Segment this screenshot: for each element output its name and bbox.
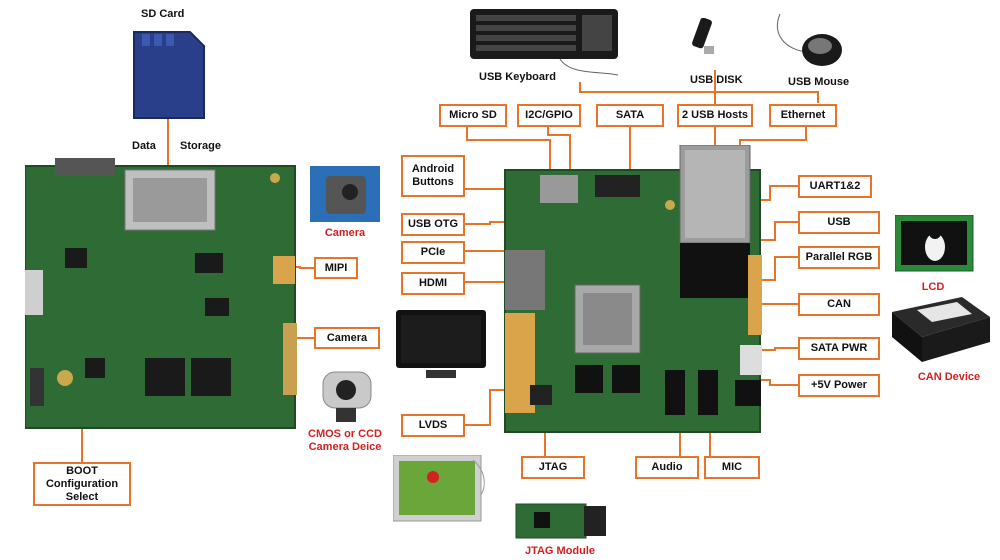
cmos-ccd-label: CMOS or CCD Camera Deice <box>308 428 382 453</box>
usb-keyboard-label: USB Keyboard <box>479 71 557 83</box>
uart-label: UART1&2 <box>798 175 872 198</box>
usb-disk-icon <box>692 18 714 54</box>
android-buttons-label: Android Buttons <box>401 155 465 197</box>
mipi-label: MIPI <box>314 257 358 279</box>
power-label: +5V Power <box>798 374 880 397</box>
boot-config-label: BOOT Configuration Select <box>33 462 131 506</box>
left-board <box>25 158 297 429</box>
sd-card-title: SD Card <box>141 8 185 20</box>
lvds-label: LVDS <box>401 414 465 437</box>
ethernet-label: Ethernet <box>769 104 837 127</box>
can-device-label: CAN Device <box>917 371 981 383</box>
keyboard-icon <box>470 9 619 76</box>
jtag-label: JTAG <box>521 456 585 479</box>
right-board <box>504 145 762 433</box>
mic-label: MIC <box>704 456 760 479</box>
camera-top-label: Camera <box>324 227 366 239</box>
usb-disk-label: USB DISK <box>690 74 743 86</box>
micro-sd-label: Micro SD <box>439 104 507 127</box>
jtag-module-icon <box>515 503 606 539</box>
usb-hosts-label: 2 USB Hosts <box>677 104 753 127</box>
camera-module-icon <box>310 166 380 222</box>
mouse-icon <box>776 13 842 66</box>
can-label: CAN <box>798 293 880 316</box>
lcd-icon <box>895 215 974 272</box>
hdmi-label: HDMI <box>401 272 465 295</box>
lcd-label: LCD <box>921 281 945 293</box>
i2c-gpio-label: I2C/GPIO <box>517 104 581 127</box>
sd-card-icon <box>133 31 205 119</box>
camera-label: Camera <box>314 327 380 349</box>
storage-label: Storage <box>180 140 221 152</box>
webcam-icon <box>322 371 372 422</box>
usb-label: USB <box>798 211 880 234</box>
data-label: Data <box>132 140 156 152</box>
sata-pwr-label: SATA PWR <box>798 337 880 360</box>
audio-label: Audio <box>635 456 699 479</box>
usb-otg-label: USB OTG <box>401 213 465 236</box>
can-device-icon <box>892 297 990 362</box>
jtag-module-label: JTAG Module <box>524 545 596 557</box>
pcie-label: PCIe <box>401 241 465 264</box>
monitor-icon <box>396 310 486 378</box>
usb-mouse-label: USB Mouse <box>788 76 850 88</box>
touch-panel-icon <box>393 455 485 522</box>
parallel-rgb-label: Parallel RGB <box>798 246 880 269</box>
sata-label: SATA <box>596 104 664 127</box>
